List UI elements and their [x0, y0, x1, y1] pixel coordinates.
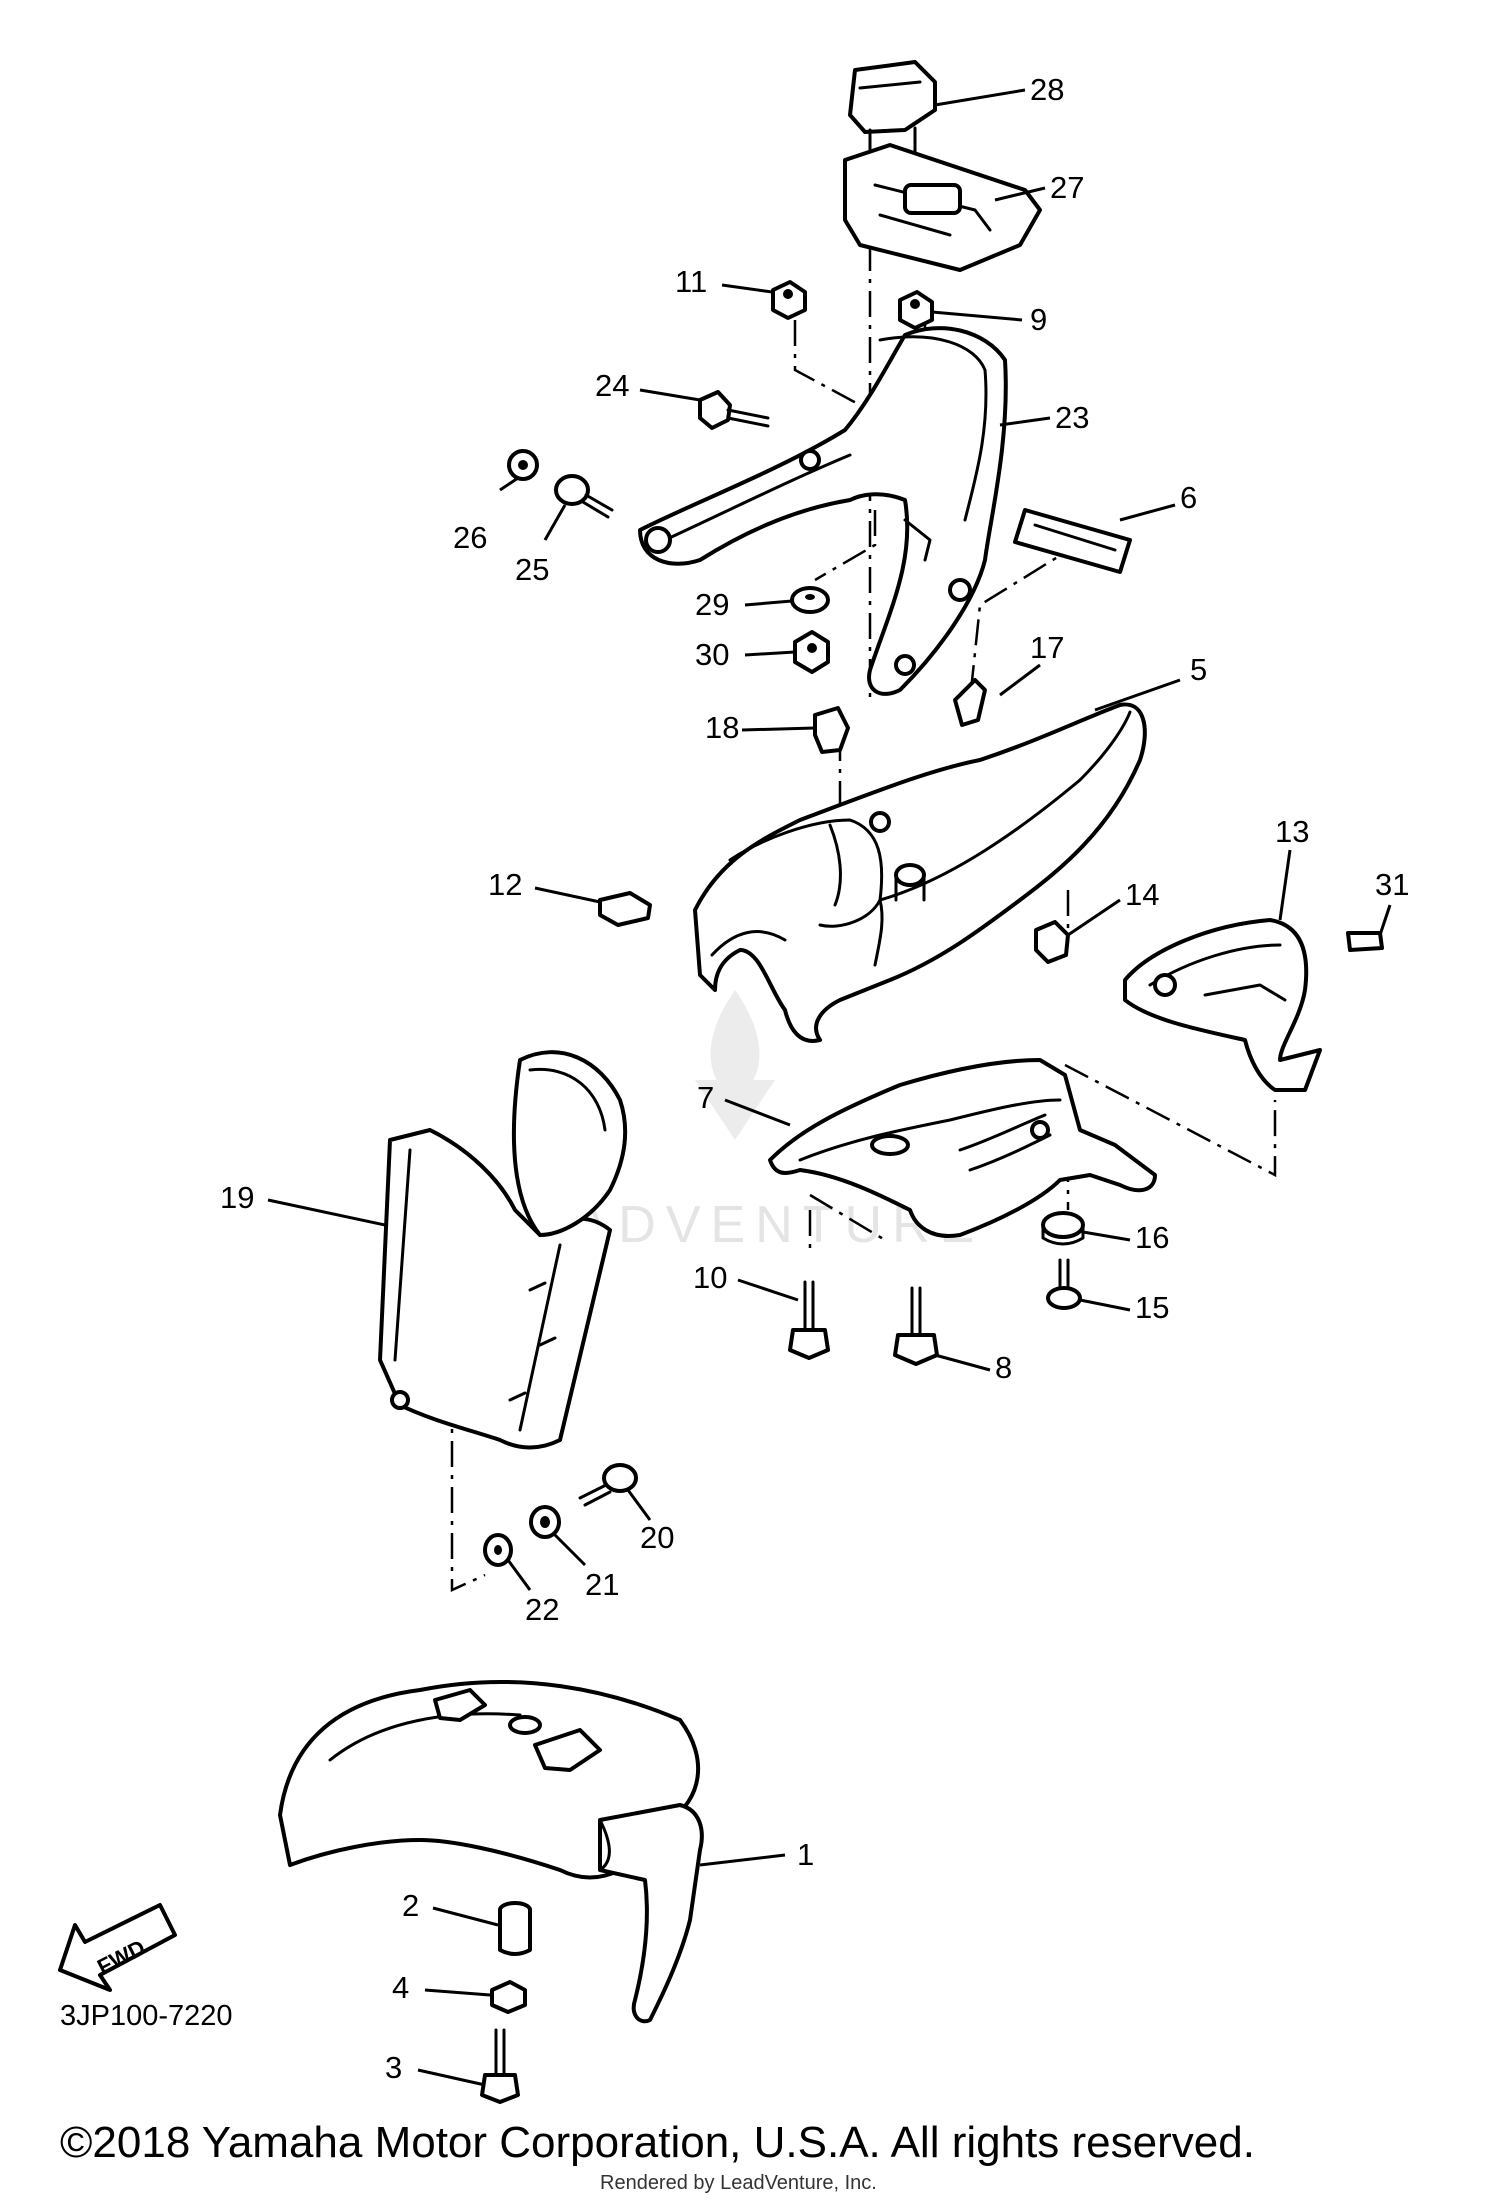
diagram-code: 3JP100-7220	[60, 2000, 233, 2032]
part-25-bolt	[554, 474, 614, 519]
callout-28: 28	[1030, 72, 1064, 107]
part-16-nut	[1041, 1211, 1085, 1246]
part-18-clip	[813, 706, 850, 754]
callout-26: 26	[453, 520, 487, 555]
part-3-bolt	[480, 2028, 520, 2104]
part-23-grab-bar	[638, 326, 1008, 696]
part-20-bolt	[578, 1463, 638, 1507]
part-19-inner-fender	[378, 1050, 628, 1450]
callout-16: 16	[1135, 1220, 1169, 1255]
callout-27: 27	[1050, 170, 1084, 205]
callout-22: 22	[525, 1592, 559, 1627]
callout-5: 5	[1190, 652, 1207, 687]
callout-3: 3	[385, 2050, 402, 2085]
callout-17: 17	[1030, 630, 1064, 665]
callout-24: 24	[595, 368, 629, 403]
part-11-nut	[771, 280, 807, 320]
callout-15: 15	[1135, 1290, 1169, 1325]
part-14-nut	[1034, 920, 1070, 964]
part-4-clip	[490, 1980, 527, 2014]
part-5-rear-fender	[693, 702, 1147, 1043]
part-31-pad	[1346, 931, 1384, 952]
part-17-clip	[953, 678, 987, 727]
leader-lines	[267, 88, 1392, 2087]
callout-12: 12	[488, 867, 522, 902]
callout-25: 25	[515, 552, 549, 587]
callout-9: 9	[1030, 302, 1047, 337]
watermark-v-icon	[695, 1080, 775, 1140]
callout-19: 19	[220, 1180, 254, 1215]
part-29-washer	[790, 586, 830, 614]
part-15-bolt	[1046, 1258, 1082, 1310]
callout-18: 18	[705, 710, 739, 745]
callout-7: 7	[697, 1080, 714, 1115]
part-13-carrier	[1123, 918, 1322, 1092]
part-30-nut	[793, 630, 830, 674]
part-22-washer	[483, 1533, 513, 1567]
callout-6: 6	[1180, 480, 1197, 515]
callout-4: 4	[392, 1970, 409, 2005]
callout-29: 29	[695, 587, 729, 622]
part-27-plate	[843, 143, 1042, 272]
part-2-collar	[498, 1901, 532, 1956]
part-24-bolt	[698, 390, 770, 430]
callout-23: 23	[1055, 400, 1089, 435]
part-6-emblem	[1013, 508, 1132, 574]
callout-13: 13	[1275, 814, 1309, 849]
callout-21: 21	[585, 1567, 619, 1602]
part-8-bolt	[893, 1286, 939, 1366]
callout-14: 14	[1125, 877, 1159, 912]
callout-1: 1	[797, 1837, 814, 1872]
rendered-by-notice: Rendered by LeadVenture, Inc.	[600, 2172, 877, 2194]
part-26-nut	[507, 449, 539, 481]
callout-10: 10	[693, 1260, 727, 1295]
part-10-bolt	[788, 1280, 830, 1360]
part-7-mud-guard	[768, 1058, 1157, 1238]
callout-30: 30	[695, 637, 729, 672]
callout-8: 8	[995, 1350, 1012, 1385]
copyright-notice: ©2018 Yamaha Motor Corporation, U.S.A. A…	[60, 2118, 1255, 2167]
callout-20: 20	[640, 1520, 674, 1555]
callout-11: 11	[675, 264, 707, 299]
watermark-flame-icon	[710, 990, 760, 1100]
callout-2: 2	[402, 1888, 419, 1923]
callout-31: 31	[1375, 867, 1409, 902]
callout-labels: 28 27 11 9 23 24 6 26 25 17 5 18 29 30 1…	[220, 72, 1409, 2085]
part-1-front-fender	[278, 1679, 704, 2024]
part-12-clip	[598, 891, 652, 927]
part-21-washer	[529, 1505, 561, 1539]
part-9-nut	[898, 290, 934, 330]
fwd-arrow-icon: FWD	[58, 1903, 177, 1992]
